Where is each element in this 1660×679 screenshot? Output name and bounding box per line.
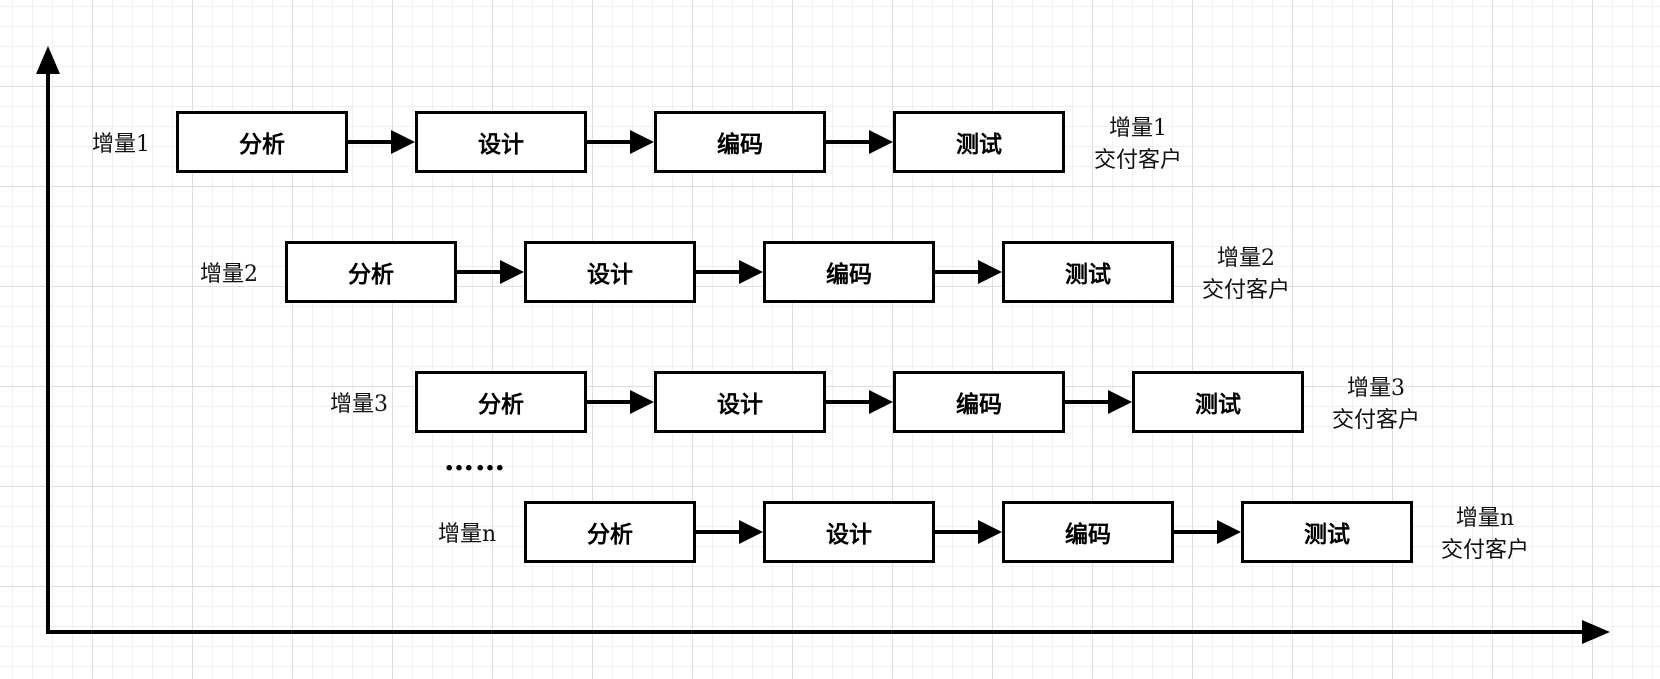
- stage-arrow-head: [739, 260, 763, 284]
- stage-arrow-head: [500, 260, 524, 284]
- stage-coding-box: 编码: [893, 371, 1065, 433]
- increment-label: 增量2: [200, 262, 258, 287]
- delivery-note: 增量3 交付客户: [1332, 373, 1420, 437]
- delivery-text: 交付客户: [1332, 408, 1421, 433]
- stage-design-box: 设计: [524, 241, 696, 303]
- stage-arrow-head: [978, 260, 1002, 284]
- ellipsis: ……: [444, 443, 506, 478]
- stage-testing-box: 测试: [893, 111, 1065, 173]
- stage-arrow-head: [869, 130, 893, 154]
- stage-arrow-head: [1108, 390, 1132, 414]
- stage-design-box: 设计: [415, 111, 587, 173]
- stage-coding-box: 编码: [1002, 501, 1174, 563]
- y-axis-arrowhead: [36, 46, 60, 74]
- stage-arrow-head: [391, 130, 415, 154]
- stage-testing-box: 测试: [1132, 371, 1304, 433]
- delivery-note: 增量2 交付客户: [1202, 243, 1290, 307]
- stage-arrow-head: [1217, 520, 1241, 544]
- delivery-text: 交付客户: [1202, 278, 1291, 303]
- stage-testing-box: 测试: [1241, 501, 1413, 563]
- stage-coding-box: 编码: [763, 241, 935, 303]
- stage-arrow-head: [739, 520, 763, 544]
- delivery-increment: 增量3: [1347, 376, 1405, 401]
- stage-coding-box: 编码: [654, 111, 826, 173]
- delivery-increment: 增量2: [1217, 246, 1275, 271]
- delivery-increment: 增量n: [1455, 506, 1515, 531]
- increment-label: 增量1: [92, 132, 150, 157]
- increment-label: 增量n: [438, 522, 497, 547]
- stage-analysis-box: 分析: [524, 501, 696, 563]
- stage-analysis-box: 分析: [285, 241, 457, 303]
- delivery-note: 增量n 交付客户: [1441, 503, 1529, 567]
- stage-testing-box: 测试: [1002, 241, 1174, 303]
- delivery-text: 交付客户: [1094, 148, 1183, 173]
- stage-arrow-head: [978, 520, 1002, 544]
- stage-analysis-box: 分析: [176, 111, 348, 173]
- x-axis-arrowhead: [1582, 620, 1610, 644]
- delivery-increment: 增量1: [1109, 116, 1167, 141]
- stage-design-box: 设计: [763, 501, 935, 563]
- delivery-note: 增量1 交付客户: [1094, 113, 1182, 177]
- stage-arrow-head: [630, 390, 654, 414]
- stage-arrows: [348, 130, 1241, 544]
- delivery-text: 交付客户: [1441, 538, 1530, 563]
- stage-design-box: 设计: [654, 371, 826, 433]
- stage-arrow-head: [630, 130, 654, 154]
- stage-arrow-head: [869, 390, 893, 414]
- stage-analysis-box: 分析: [415, 371, 587, 433]
- increment-label: 增量3: [330, 392, 388, 417]
